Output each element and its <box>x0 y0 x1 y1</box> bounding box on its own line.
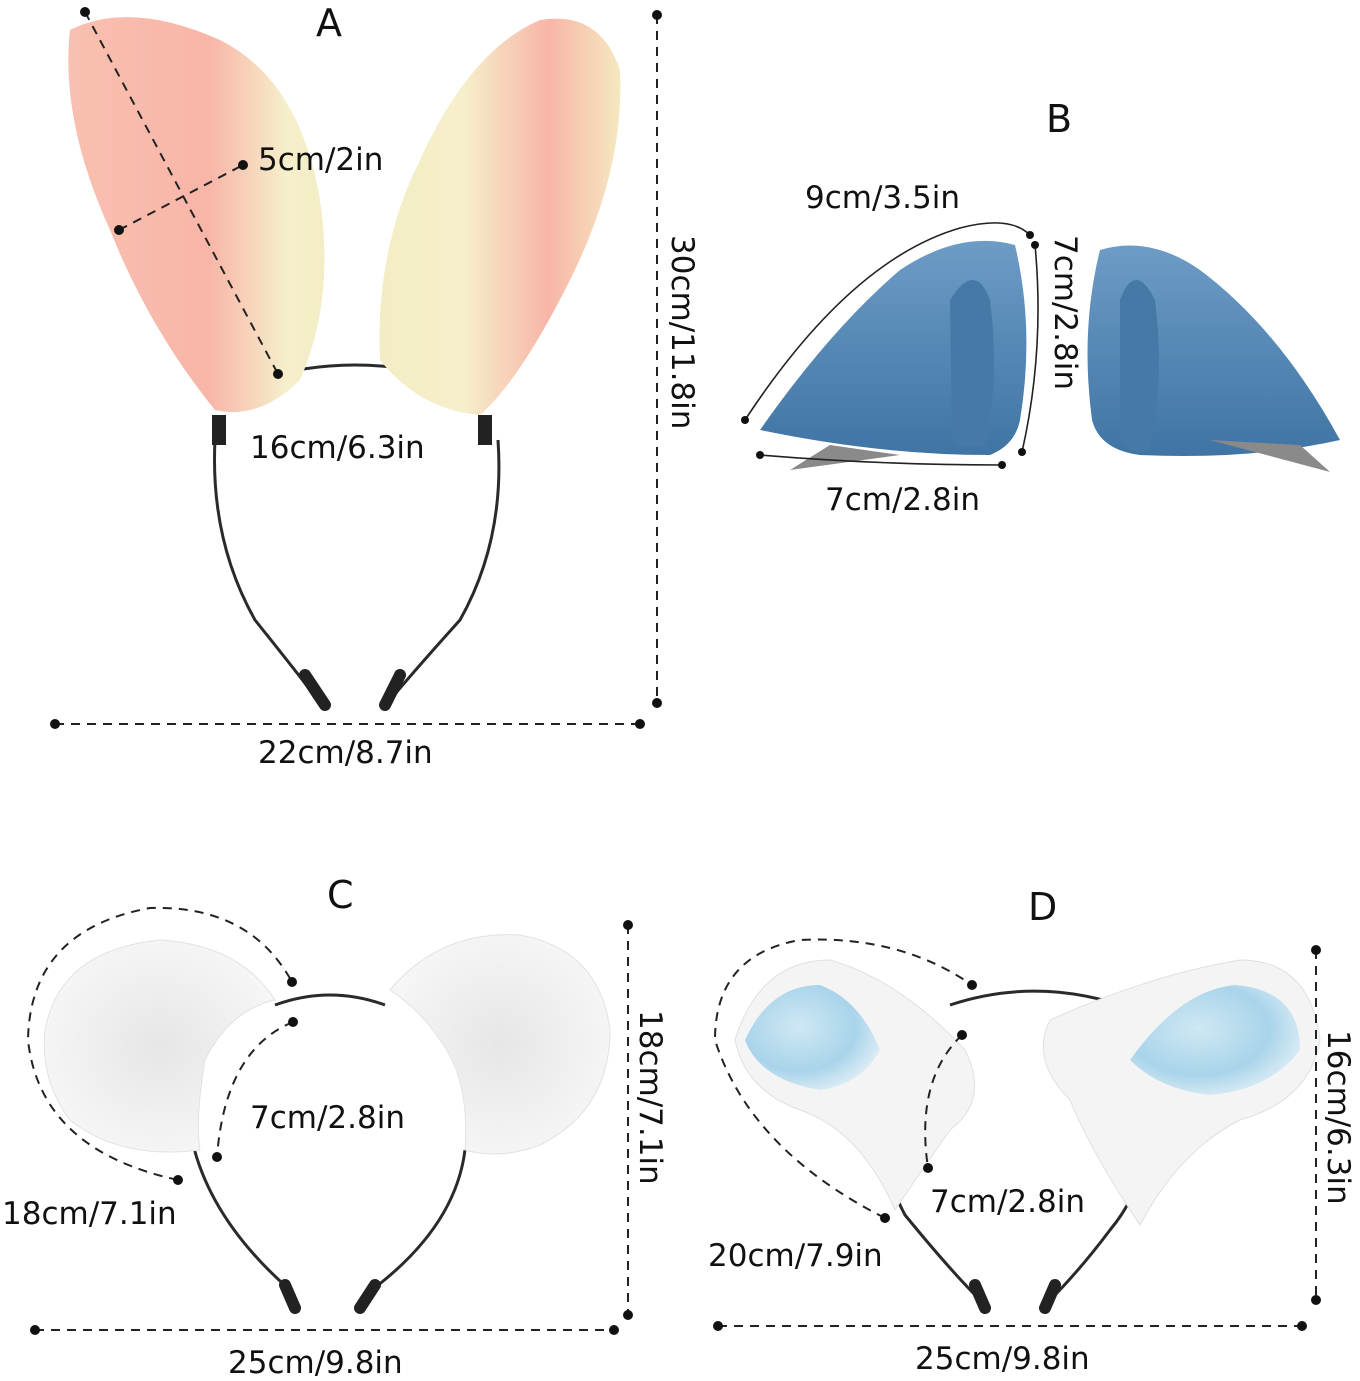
hair-clip-left <box>790 445 900 470</box>
ear-curve-label: 20cm/7.9in <box>708 1238 883 1274</box>
panel-a-bunny-ears: A 5cm/2in 16cm/6.3in 30cm/11.8in 22cm/8.… <box>50 1 700 771</box>
panel-label-c: C <box>327 873 354 917</box>
headband-tip-right <box>379 669 406 711</box>
band-clip-left <box>212 415 226 445</box>
measure-dots <box>713 945 1321 1331</box>
measure-dots <box>741 231 1039 469</box>
panel-label-b: B <box>1046 97 1072 141</box>
bunny-ear-right <box>379 18 621 415</box>
clip-ear-left-inner <box>950 280 994 447</box>
cat-ear-right-inner <box>1130 985 1300 1095</box>
headband-top <box>274 993 386 1007</box>
headband-right-arm <box>364 1149 467 1297</box>
height-label: 16cm/6.3in <box>1320 1030 1356 1205</box>
total-width-label: 25cm/9.8in <box>915 1341 1090 1377</box>
panel-c-round-ears: C 7cm/2.8in 18cm/7.1in 18cm/7.1in 25cm/9… <box>2 873 668 1381</box>
ear-curve-label: 18cm/7.1in <box>2 1196 177 1232</box>
clip-ear-right-inner <box>1120 280 1159 452</box>
band-width-label: 16cm/6.3in <box>250 430 425 466</box>
bunny-ear-left <box>68 17 325 413</box>
total-width-label: 25cm/9.8in <box>228 1345 403 1381</box>
ear-width-line <box>118 164 244 231</box>
headband-tip-left <box>279 1279 301 1314</box>
ear-length-line <box>84 11 279 375</box>
base-width-label: 7cm/2.8in <box>825 482 980 518</box>
ear-curve-line <box>713 938 973 1219</box>
panel-b-clip-ears: B 9cm/3.5in 7cm/2.8in 7cm/2.8in <box>741 97 1340 518</box>
cat-ear-left <box>734 959 976 1212</box>
inner-band-label: 7cm/2.8in <box>930 1184 1085 1220</box>
band-clip-right <box>478 415 492 445</box>
headband-right-arm <box>388 439 501 701</box>
ear-height-label: 7cm/2.8in <box>1047 235 1083 390</box>
headband-tip-left <box>969 1279 991 1314</box>
cat-ear-left-inner <box>745 985 880 1090</box>
hair-clip-right <box>1210 440 1330 472</box>
height-arc <box>1021 244 1039 453</box>
measure-dots <box>50 7 662 729</box>
headband-tip-right <box>1039 1279 1061 1314</box>
ear-edge-label: 9cm/3.5in <box>805 180 960 216</box>
panel-d-cat-ears: D 7cm/2.8in 20cm/7.9in 16cm/6.3in 25cm/9… <box>708 885 1356 1377</box>
base-arc <box>759 454 1003 466</box>
panel-label-d: D <box>1028 885 1057 929</box>
round-ear-left <box>43 939 276 1153</box>
total-width-label: 22cm/8.7in <box>258 735 433 771</box>
inner-band-label: 7cm/2.8in <box>250 1100 405 1136</box>
height-label: 18cm/7.1in <box>632 1010 668 1185</box>
inner-band-line <box>924 1034 963 1169</box>
headband-tip-left <box>299 669 331 711</box>
headband-left-arm <box>213 439 320 701</box>
measure-dots <box>30 920 633 1335</box>
ear-width-label: 5cm/2in <box>258 142 383 178</box>
edge-arc <box>744 222 1031 421</box>
headband-tip-right <box>354 1279 381 1314</box>
height-label: 30cm/11.8in <box>664 235 700 429</box>
panel-label-a: A <box>316 1 342 45</box>
ear-curve-line <box>26 906 293 1181</box>
round-ear-right <box>389 934 611 1155</box>
inner-band-line <box>216 1021 294 1158</box>
